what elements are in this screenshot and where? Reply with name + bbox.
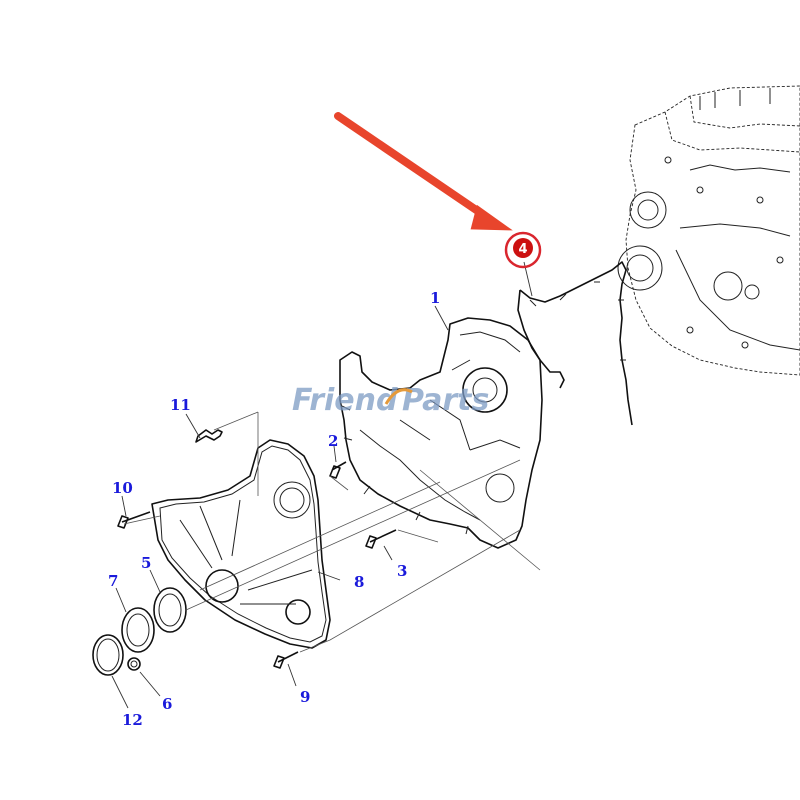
callout-10: 10: [112, 479, 133, 497]
callout-4-badge: [513, 238, 533, 258]
callout-4: 4: [518, 242, 527, 257]
watermark-text-1: Friend: [292, 383, 398, 418]
ring-part-12: [92, 634, 124, 676]
callout-11: 11: [170, 396, 191, 414]
bolt-part-2: [329, 461, 347, 479]
front-cover-part-8: [151, 439, 331, 649]
callout-1: 1: [430, 289, 440, 307]
nut-part-6: [127, 657, 141, 671]
callout-9: 9: [300, 688, 310, 706]
callout-6: 6: [162, 695, 172, 713]
bolt-part-10: [117, 511, 151, 529]
seal-part-5: [153, 587, 187, 633]
callout-3: 3: [397, 562, 407, 580]
watermark-logo: Friend Parts: [292, 383, 489, 418]
bolt-part-3: [365, 529, 397, 549]
leader-lines: [111, 261, 533, 709]
callout-12: 12: [122, 711, 143, 729]
watermark-text-2: Parts: [402, 383, 489, 418]
bolt-part-11: [195, 429, 223, 443]
gear-housing-part-1: [339, 317, 543, 549]
plate-part-7: [121, 607, 155, 653]
gasket-part-4: [517, 261, 633, 426]
callout-7: 7: [108, 572, 118, 590]
callout-5: 5: [141, 554, 151, 572]
watermark-swoosh-icon: [384, 388, 413, 405]
engine-block: [617, 85, 800, 376]
highlight-circle: [504, 231, 542, 269]
assembly-lines: [123, 411, 541, 653]
highlight-arrow: [334, 112, 513, 231]
bolt-part-9: [273, 651, 299, 669]
callout-2: 2: [328, 432, 338, 450]
callout-8: 8: [354, 573, 364, 591]
